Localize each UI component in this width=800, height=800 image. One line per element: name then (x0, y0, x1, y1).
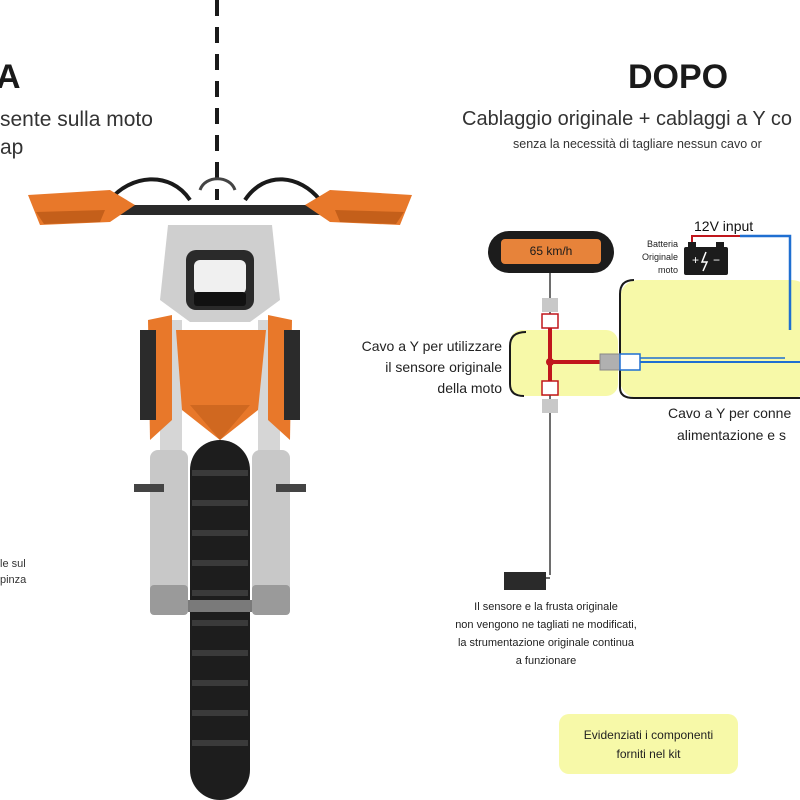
battery-label-line-2: Originale (641, 252, 678, 262)
before-subtitle-line-2: ap (0, 136, 24, 159)
connector (599, 353, 621, 371)
sensor-note-line-1: Il sensore e la frusta originale (474, 601, 618, 613)
sensor-note-line-4: a funzionare (515, 655, 577, 667)
kit-legend-line-1: Evidenziati i componenti (583, 728, 714, 742)
sensor-note-line-3: la strumentazione originale continua (457, 637, 635, 649)
after-title: DOPO (628, 58, 729, 96)
y-cable-sensor-label-line-3: della moto (437, 380, 502, 396)
sensor-block (504, 572, 546, 590)
battery-icon (684, 247, 728, 275)
connector (619, 353, 641, 371)
connector (541, 313, 559, 329)
after-subtitle: Cablaggio originale + cablaggi a Y co (462, 108, 793, 130)
connector (542, 298, 558, 312)
y-cable-power-label-line-2: alimentazione e s (677, 427, 786, 443)
sensor-note-line-2: non vengono ne tagliati ne modificati, (455, 619, 637, 631)
y-cable-sensor-label-line-2: il sensore originale (385, 359, 502, 375)
svg-text:+: + (692, 253, 699, 267)
kit-legend-line-2: forniti nel kit (616, 747, 681, 761)
connector (542, 399, 558, 413)
battery-label-line-1: Batteria (646, 239, 678, 249)
before-title: A (0, 58, 21, 96)
power-input-label: 12V input (694, 218, 754, 234)
speed-value: 65 km/h (501, 239, 601, 264)
y-cable-power-label-line-1: Cavo a Y per conne (668, 405, 792, 421)
before-note-line-2: pinza (0, 574, 27, 586)
svg-text:−: − (713, 253, 720, 267)
before-subtitle-line-1: sente sulla moto (0, 108, 153, 131)
before-note-line-1: le sul (0, 558, 26, 570)
kit-legend-box (559, 714, 738, 774)
y-cable-sensor-label-line-1: Cavo a Y per utilizzare (361, 338, 502, 354)
highlight-y-cable-power (620, 280, 800, 398)
battery-label-line-3: moto (657, 265, 678, 275)
connector (541, 380, 559, 396)
after-subtitle-note: senza la necessità di tagliare nessun ca… (513, 137, 762, 151)
